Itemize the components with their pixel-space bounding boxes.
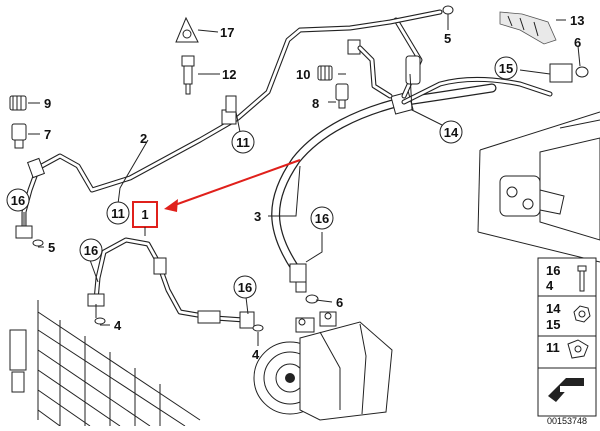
callout-16: 16 <box>238 280 252 295</box>
vehicle-context-background <box>477 111 600 263</box>
callout-15: 15 <box>499 61 513 76</box>
small-valve-on-line <box>225 39 421 113</box>
callout-10: 10 <box>296 67 310 82</box>
callout-5: 5 <box>48 240 55 255</box>
callout-16: 16 <box>315 211 329 226</box>
callout-8: 8 <box>312 96 319 111</box>
legend-label-16: 16 <box>546 263 560 278</box>
clip-icon <box>567 339 589 359</box>
callout-circle-16d <box>310 206 334 230</box>
callout-circle-16a <box>6 188 30 212</box>
callout-3: 3 <box>254 209 261 224</box>
nut-icon <box>573 305 591 323</box>
callout-4: 4 <box>114 318 122 333</box>
callout-circle-11b <box>231 130 255 154</box>
callout-6: 6 <box>574 35 581 50</box>
callout-4: 4 <box>252 347 260 362</box>
callout-circle-11a <box>106 201 130 225</box>
callout-labels: 17 12 9 7 16 5 2 11 11 1 16 4 16 4 3 16 … <box>6 13 584 362</box>
parts-legend-box: 16 4 14 15 11 00153748 <box>537 257 597 426</box>
callout-17: 17 <box>220 25 234 40</box>
pressure-line-part-2 <box>15 9 443 239</box>
legend-label-15: 15 <box>546 317 560 332</box>
callout-circle-14 <box>439 120 463 144</box>
callout-2: 2 <box>140 131 147 146</box>
legend-label-14: 14 <box>546 301 561 316</box>
callout-11: 11 <box>111 206 125 221</box>
callout-circle-15 <box>494 56 518 80</box>
callout-13: 13 <box>570 13 584 28</box>
callout-5: 5 <box>444 31 451 46</box>
seal-rings <box>32 5 454 332</box>
leader-lines <box>23 14 581 346</box>
bolt-icon <box>577 265 587 292</box>
suction-hose-part-3 <box>271 83 497 293</box>
warning-triangle-label <box>175 16 199 43</box>
bracket-part-13 <box>499 11 557 45</box>
ac-compressor <box>253 311 393 421</box>
arrow-icon <box>548 378 584 402</box>
service-valve-part-8 <box>335 83 349 109</box>
legend-label-4: 4 <box>546 278 554 293</box>
discharge-line-part-1 <box>87 237 255 329</box>
callout-16: 16 <box>84 243 98 258</box>
pressure-sensor-part-12 <box>181 55 195 95</box>
callout-6: 6 <box>336 295 343 310</box>
callout-9: 9 <box>44 96 51 111</box>
condenser-illustration <box>9 300 201 427</box>
expansion-valve-block <box>499 175 541 217</box>
callout-1: 1 <box>141 207 148 222</box>
service-valve-part-7 <box>11 123 27 149</box>
highlight-marker <box>132 159 301 236</box>
callout-circle-16c <box>233 275 257 299</box>
callout-16: 16 <box>11 193 25 208</box>
callout-12: 12 <box>222 67 236 82</box>
service-cap-part-9 <box>9 95 27 111</box>
seal-ring-part-6-top <box>549 63 589 83</box>
service-cap-part-10 <box>317 65 333 81</box>
diagram-number: 00153748 <box>547 416 587 426</box>
callout-14: 14 <box>444 125 459 140</box>
legend-label-11: 11 <box>546 340 560 355</box>
callout-circle-16b <box>79 238 103 262</box>
callout-7: 7 <box>44 127 51 142</box>
callout-11: 11 <box>236 135 250 150</box>
